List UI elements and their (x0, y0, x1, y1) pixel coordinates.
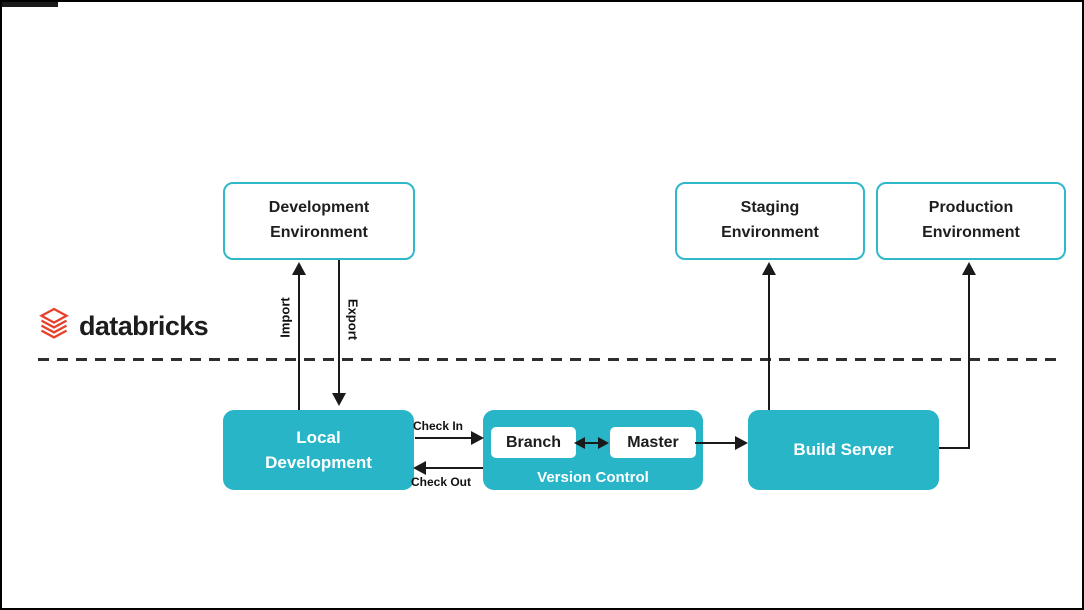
development-environment-label: Development Environment (268, 199, 370, 241)
top-left-black-bar (2, 2, 58, 7)
staging-environment-box: Staging Environment (675, 182, 865, 260)
build-server-label: Build Server (793, 440, 894, 460)
build-to-production-arrow-vertical-line (968, 274, 970, 449)
import-arrow-line (298, 274, 300, 410)
export-arrow-label: Export (345, 298, 361, 341)
check-in-arrowhead-icon (471, 431, 484, 445)
build-to-production-arrow-horizontal-line (939, 447, 970, 449)
databricks-layers-icon (38, 307, 70, 346)
check-out-arrowhead-icon (413, 461, 426, 475)
version-control-box: Branch Master Version Control (483, 410, 703, 490)
branch-box: Branch (491, 427, 576, 458)
local-development-box: Local Development (223, 410, 414, 490)
environment-divider-dashed-line (38, 358, 1062, 361)
local-development-label: Local Development (265, 427, 372, 473)
build-to-staging-arrowhead-icon (762, 262, 776, 275)
master-box: Master (610, 427, 696, 458)
master-to-build-server-arrowhead-icon (735, 436, 748, 450)
import-arrow-label: Import (277, 297, 293, 338)
export-arrowhead-icon (332, 393, 346, 406)
branch-master-arrow-line (585, 442, 598, 444)
databricks-logo: databricks (38, 307, 209, 346)
version-control-label: Version Control (537, 469, 649, 486)
check-out-arrow-line (426, 467, 483, 469)
branch-label: Branch (505, 433, 562, 451)
build-server-box: Build Server (748, 410, 939, 490)
build-to-staging-arrow-line (768, 274, 770, 410)
import-arrowhead-icon (292, 262, 306, 275)
master-label: Master (627, 433, 679, 451)
check-in-arrow-line (415, 437, 472, 439)
build-to-production-arrowhead-icon (962, 262, 976, 275)
databricks-logo-text: databricks (79, 311, 209, 341)
export-arrow-line (338, 260, 340, 394)
master-to-build-server-arrow-line (695, 442, 736, 444)
production-environment-box: Production Environment (876, 182, 1066, 260)
staging-environment-label: Staging Environment (721, 199, 819, 241)
check-in-arrow-label: Check In (412, 419, 463, 433)
branch-master-right-arrowhead-icon (598, 437, 609, 449)
production-environment-label: Production Environment (922, 199, 1020, 241)
development-environment-box: Development Environment (223, 182, 415, 260)
check-out-arrow-label: Check Out (410, 475, 471, 489)
branch-master-left-arrowhead-icon (574, 437, 585, 449)
